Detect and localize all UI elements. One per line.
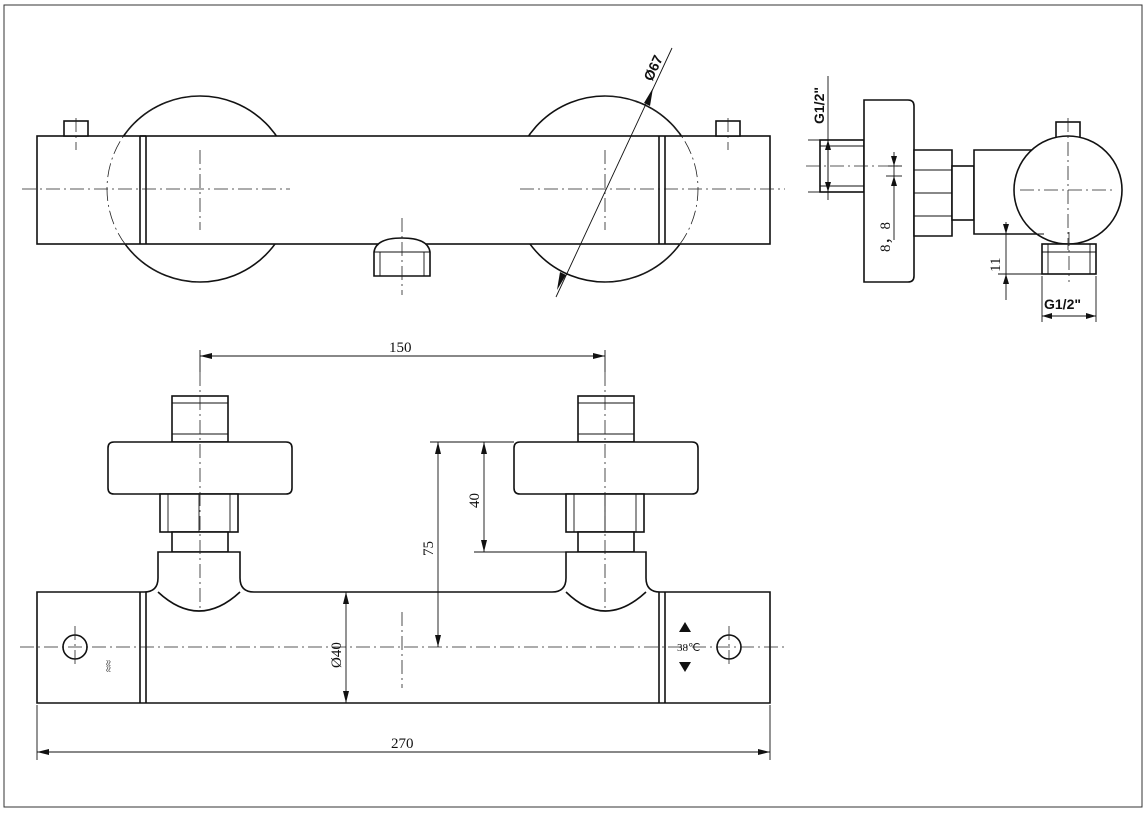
temperature-marking: 38℃ (677, 642, 700, 654)
dim-spacing: 150 (389, 340, 412, 356)
front-body (36, 551, 771, 704)
dim-depth-40: 40 (467, 493, 483, 508)
side-view: G1/2" 8，8 11 G1/2" (806, 76, 1123, 322)
front-view: ≈≈ 38℃ 150 40 75 Ø40 (20, 340, 785, 760)
dim-knob-diameter: Ø67 (640, 52, 666, 83)
top-body (36, 135, 771, 245)
temperature-down-icon (679, 662, 691, 672)
dim-depth-75: 75 (421, 541, 437, 556)
dim-body-diameter: Ø40 (329, 642, 345, 668)
flow-marking: ≈≈ (103, 660, 115, 672)
drawing-frame (3, 4, 1143, 808)
front-right-flange (513, 441, 699, 495)
dim-thread-side: G1/2" (1044, 296, 1081, 312)
dim-thread-top: G1/2" (811, 87, 827, 124)
side-flange (863, 99, 915, 283)
top-view: Ø67 (22, 47, 785, 298)
dim-offset-11: 11 (988, 258, 1004, 272)
dim-length: 270 (391, 736, 414, 752)
dim-offset-8-8: 8，8 (878, 222, 894, 252)
temperature-up-icon (679, 622, 691, 632)
